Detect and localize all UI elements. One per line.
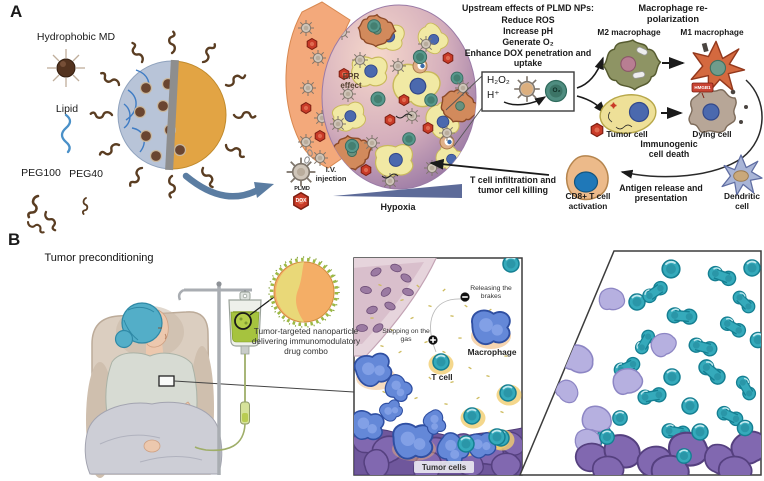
minus-brake-icon (460, 292, 470, 302)
m2-macrophage-label: M2 macrophage (597, 27, 661, 37)
legend-lipid: Lipid (55, 103, 79, 115)
nanoparticle-caption: Tumor-targeted nanoparticle delivering i… (251, 326, 361, 356)
upstream-effect-1: Reduce ROS (501, 14, 555, 25)
m1-macrophage-label: M1 macrophage (680, 27, 744, 37)
b-macrophage-label: Macrophage (467, 347, 517, 357)
releasing-brakes-label: Releasing the brakes (470, 285, 512, 301)
tumor-site-callout-line (173, 380, 355, 393)
plus-gas-icon (428, 335, 438, 345)
panel-b-title: Tumor preconditioning (44, 252, 154, 264)
iv-pole (177, 281, 252, 475)
panel-b-illustration (84, 250, 762, 478)
repolarization-title: Macrophage re-polarization (638, 3, 708, 24)
dendritic-cell (721, 154, 763, 196)
dying-cell (688, 88, 748, 133)
stepping-gas-label: Stepping on the gas (382, 328, 430, 344)
hydrophobic-md-icon (47, 49, 85, 87)
o2-label: O₂ (552, 87, 561, 94)
tumor-cell-label: Tumor cell (606, 129, 648, 139)
inset-microenvironment (353, 257, 523, 476)
tumor-targeted-nanoparticle (268, 256, 340, 328)
tumor-site-box (158, 375, 175, 387)
panel-b-label: B (8, 230, 21, 249)
lipid-icon (60, 113, 72, 154)
upstream-effect-4: Enhance DOX penetration and uptake (464, 47, 592, 68)
cd8-t-cell (565, 155, 609, 201)
plmd-nanoparticle-icon (285, 149, 317, 188)
upstream-title: Upstream effects of PLMD NPs: (462, 3, 594, 13)
janus-nanoparticle (89, 30, 257, 199)
reaction-box (481, 71, 575, 112)
epr-effect-label: EPR effect (340, 72, 362, 91)
legend-hydrophobic-md: Hydrophobic MD (36, 31, 116, 43)
dox-label: DOX (295, 197, 307, 204)
iv-injection-label: I.V. injection (315, 165, 347, 183)
arrow-box-to-m2 (576, 56, 604, 89)
upstream-effect-3: Generate O₂ (502, 36, 554, 47)
dying-cell-label: Dying cell (692, 129, 732, 139)
hypoxia-label: Hypoxia (380, 202, 416, 212)
cd8-activation-label: CD8+ T cell activation (565, 191, 611, 211)
panel-a-illustration (25, 1, 763, 235)
arrow-infiltration-to-tumor (429, 158, 550, 176)
m2-macrophage-cell (602, 39, 662, 91)
plmd-label: PLMD (294, 186, 310, 192)
upstream-effect-2: Increase pH (503, 25, 553, 36)
m1-macrophage-cell (690, 40, 746, 94)
tumor-mass (321, 4, 477, 190)
b-t-cell-label: T cell (431, 372, 453, 382)
hypoxia-gradient-wedge (333, 184, 462, 198)
hmgb1-tag (691, 82, 714, 99)
pathway-tumor-cell (590, 94, 657, 138)
inset-outcome (518, 250, 762, 476)
panel-a-label: A (10, 2, 23, 21)
patient (84, 302, 355, 475)
h-plus-label: H⁺ (487, 90, 500, 101)
legend-peg100: PEG100 (21, 167, 61, 179)
hmgb1-label: HMGB1 (694, 85, 711, 90)
antigen-release-label: Antigen release and presentation (619, 183, 703, 204)
h2o2-label: H₂O₂ (487, 75, 510, 86)
peg-squiggle-icons (25, 193, 90, 235)
dendritic-cell-label: Dendritic cell (724, 191, 760, 211)
legend-peg40: PEG40 (69, 168, 103, 180)
immunogenic-death-label: Immunogenic cell death (640, 139, 698, 160)
b-tumor-cells-label: Tumor cells (421, 462, 467, 472)
t-cell-infiltration-label: T cell infiltration and tumor cell killi… (469, 175, 557, 196)
iv-flow-arrow (182, 172, 274, 200)
reaction-callout-lines (445, 75, 483, 147)
